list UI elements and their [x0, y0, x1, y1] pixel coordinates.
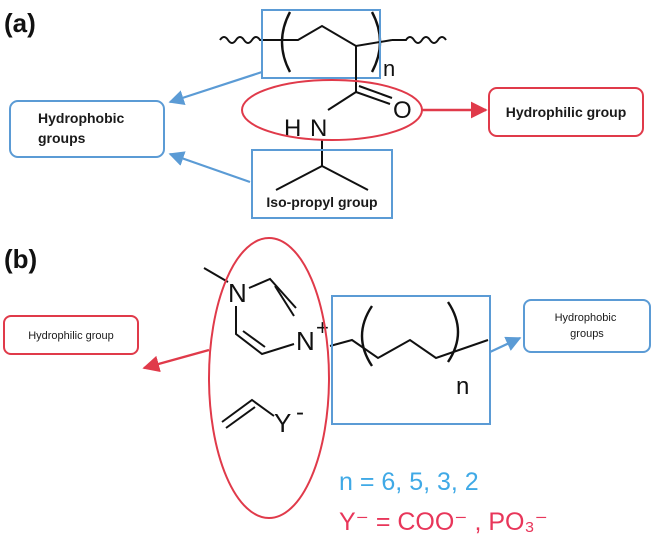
backbone-wavy-right [392, 36, 447, 44]
isopropyl-branches [275, 164, 369, 191]
repeat-bracket-left [280, 11, 292, 73]
bond-carbonyl-to-n [327, 91, 357, 111]
hydrophobic-groups-box-b [523, 299, 651, 353]
hydrophobic-groups-label-b-line2: groups [570, 328, 604, 340]
arrow-ionic-head-to-hydrophilic [142, 348, 210, 373]
bond-carbonyl-double-o-1 [355, 91, 391, 105]
arrow-isopropyl-to-hydrophobic [168, 151, 251, 184]
hydrophobic-groups-label-b-line1: Hydrophobic [555, 312, 617, 324]
chain-subscript-n: n [456, 373, 469, 400]
hydrophilic-group-label-b: Hydrophilic group [28, 330, 114, 342]
backbone-chain [270, 24, 393, 48]
ionic-head-highlight-ellipse [208, 237, 330, 519]
atom-h: H [284, 115, 301, 142]
atom-o: O [393, 97, 412, 124]
chain-bracket-left [360, 305, 373, 367]
panel-b-label: (b) [4, 244, 37, 274]
isopropyl-label: Iso-propyl group [266, 194, 377, 210]
atom-n: N [310, 115, 327, 142]
hydrophilic-group-box-b [3, 315, 139, 355]
hydrophobic-groups-label-a-line2: groups [38, 130, 86, 146]
ring-bond-n1-c5 [235, 306, 295, 356]
arrow-backbone-to-hydrophobic [168, 70, 263, 106]
ring-atom-n1: N [228, 278, 247, 308]
n-methyl-bond [203, 267, 229, 283]
backbone-wavy-left [219, 36, 278, 44]
hydrophobic-groups-label-a-line1: Hydrophobic [38, 110, 125, 126]
vinyl-bond [221, 398, 275, 423]
hydrophobic-groups-box-a [9, 100, 165, 158]
alkyl-chain [329, 338, 489, 360]
ring-bond-n1-c2 [248, 277, 297, 309]
hydrophilic-group-label-a: Hydrophilic group [506, 104, 627, 120]
hydrophobic-groups-label-a: Hydrophobic groups [38, 110, 128, 146]
panel-b: (b) N N + Y - n Hydrophilic group Hydrop… [3, 237, 651, 536]
vinyl-bond-double [225, 406, 256, 429]
anion-charge: - [296, 399, 304, 426]
bond-carbonyl-double-o-2 [358, 85, 393, 99]
y-definition-note: Y⁻ = COO⁻ , PO₃⁻ [339, 508, 548, 536]
hydrophilic-group-box-a [488, 87, 644, 137]
backbone-highlight-box [261, 9, 381, 79]
anion-y: Y [274, 408, 291, 438]
panel-a-label: (a) [4, 8, 36, 38]
ring-atom-n2: N [296, 326, 315, 356]
ring-bond-n1-c2-double [274, 285, 295, 317]
repeat-subscript-n: n [383, 56, 395, 81]
chain-bracket-right [447, 301, 460, 363]
arrow-alkyl-to-hydrophobic [489, 336, 522, 353]
hydrophobic-groups-label-b: Hydrophobic groups [555, 312, 620, 340]
alkyl-highlight-box [331, 295, 491, 425]
ring-bond-c4-c5-double [242, 330, 266, 348]
n-values-note: n = 6, 5, 3, 2 [339, 468, 479, 496]
isopropyl-highlight-box [251, 149, 393, 219]
panel-a: (a) n O N H Iso-propyl group Hydrophobic [4, 8, 644, 219]
